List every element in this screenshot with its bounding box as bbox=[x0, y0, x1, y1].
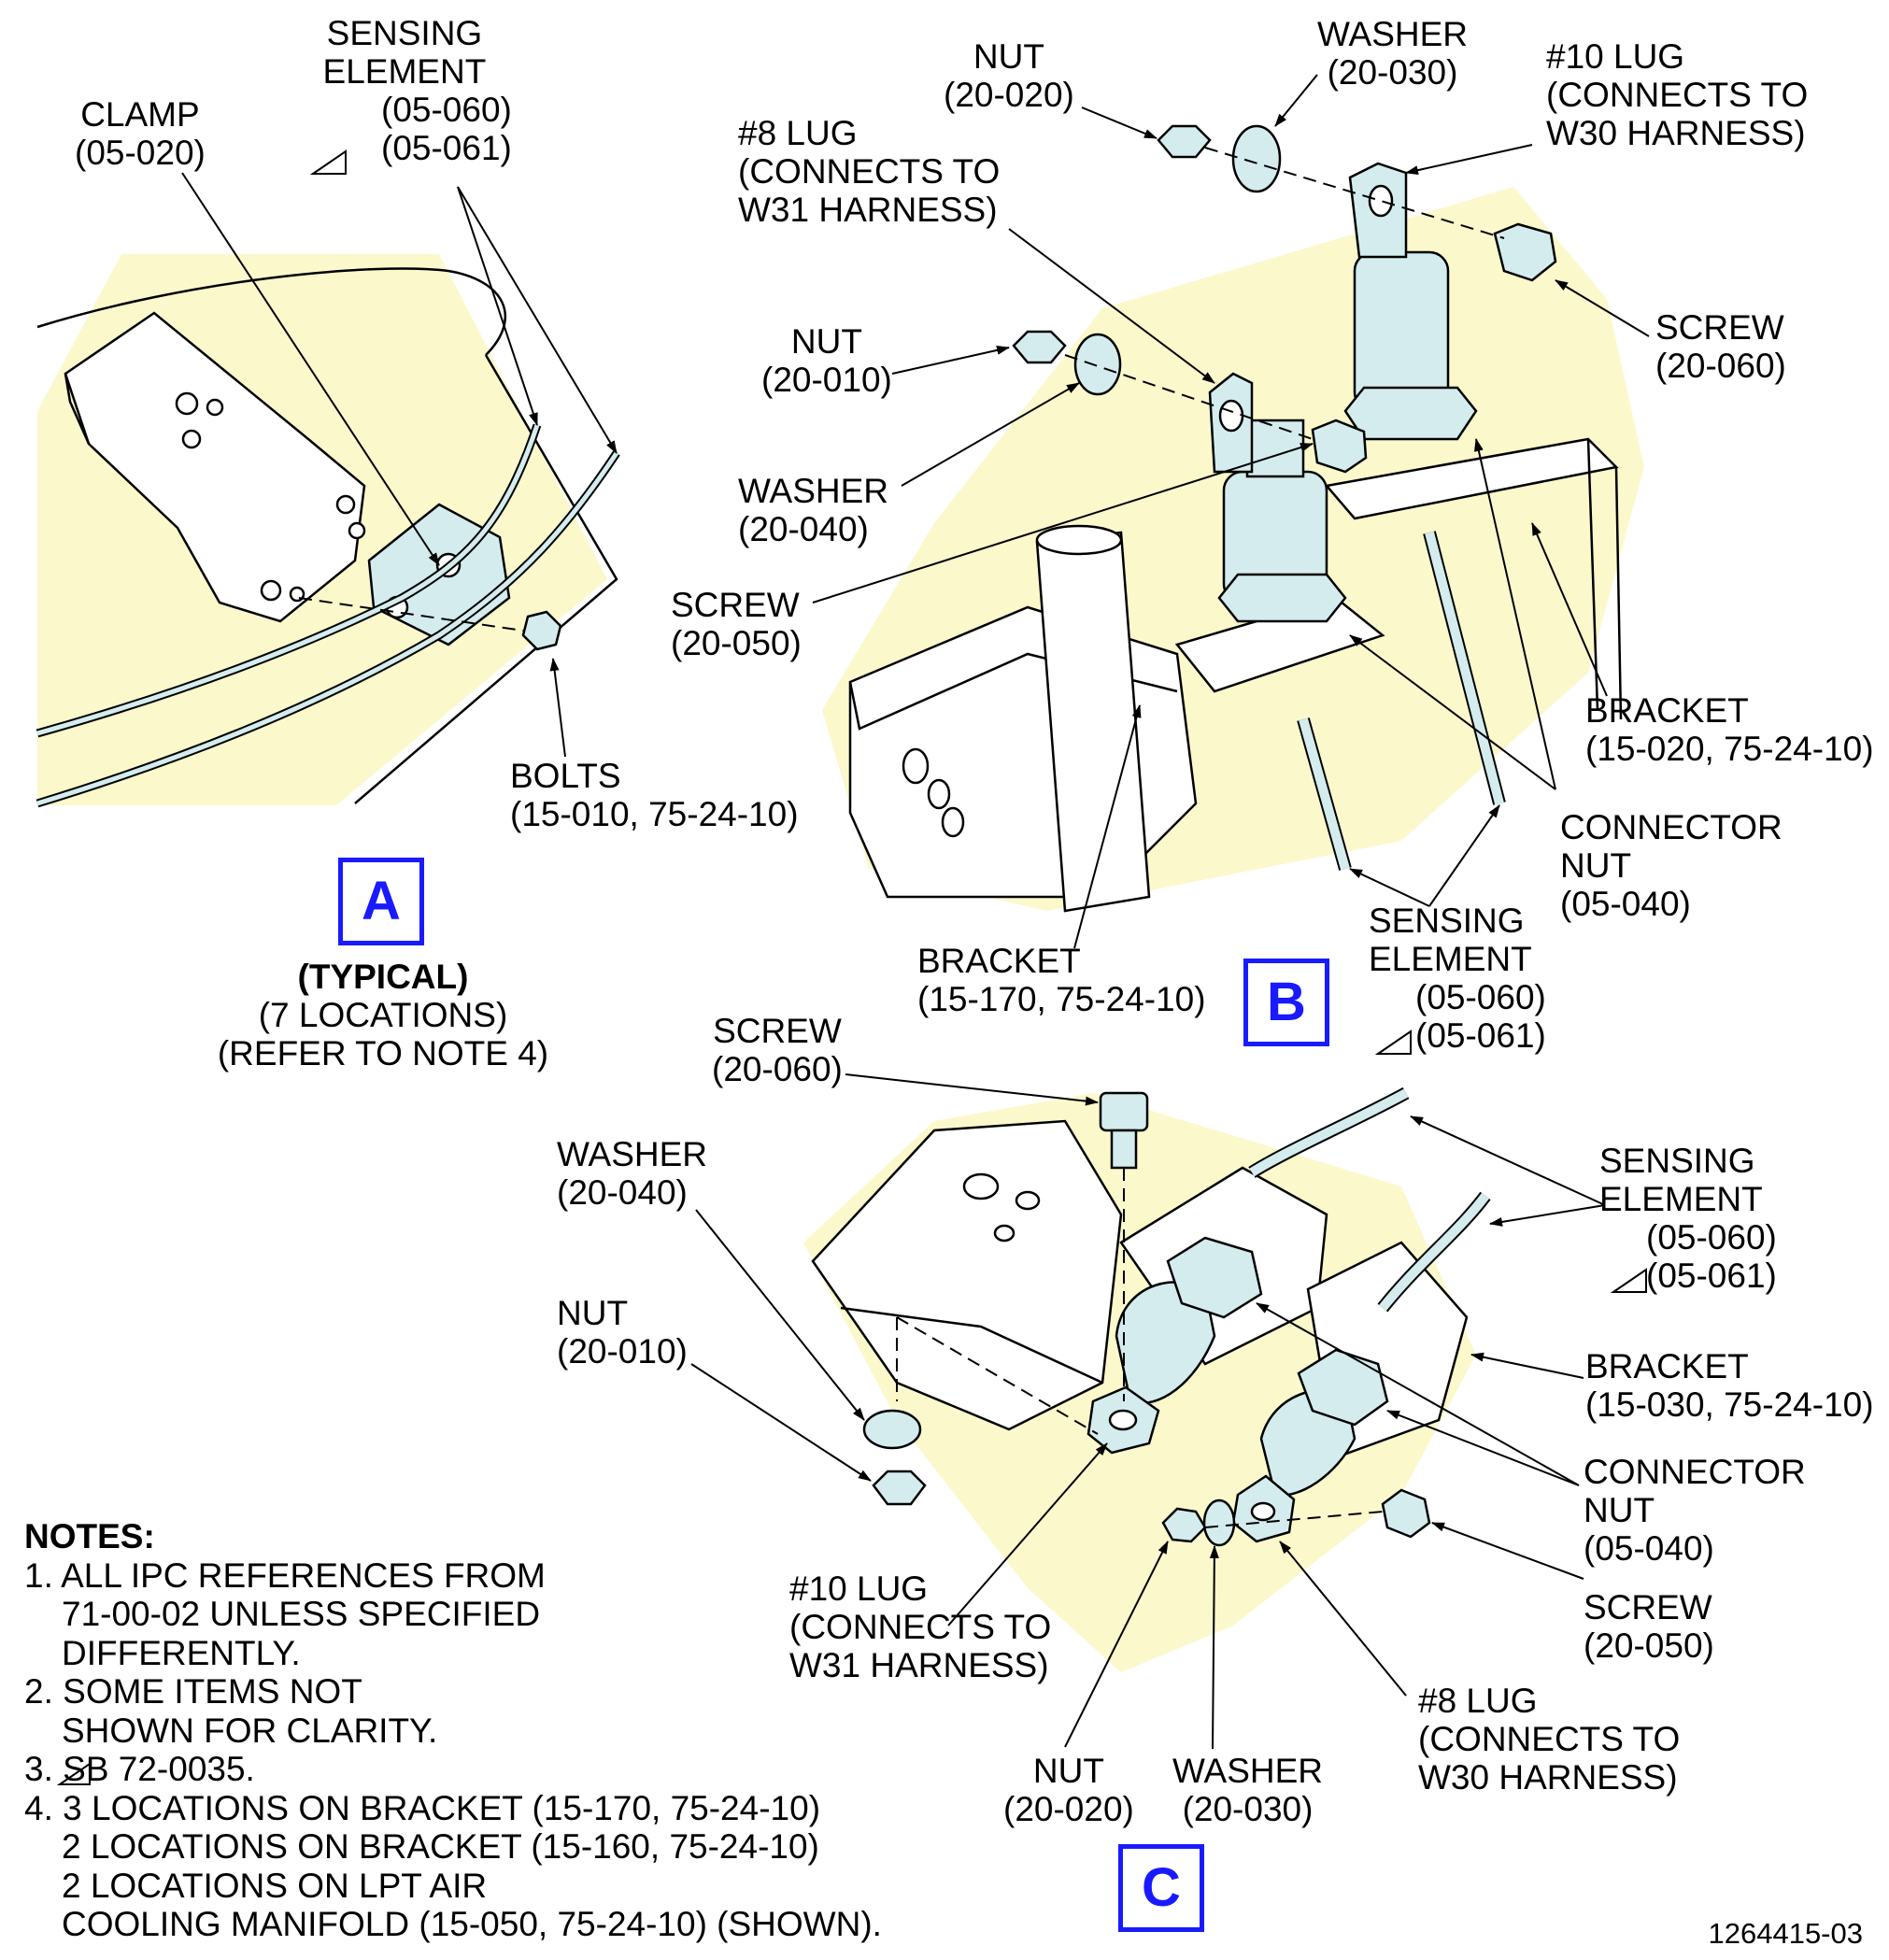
note-3: 3. SB 72-0035. bbox=[24, 1750, 255, 1788]
view-c-bracket-left bbox=[811, 1119, 1123, 1431]
view-b-nut-left-label: NUT (20-010) bbox=[761, 322, 892, 399]
view-b-connector-nut-label: CONNECTOR NUT (05-040) bbox=[1560, 808, 1782, 923]
view-c-washer-bottom bbox=[1202, 1498, 1236, 1547]
view-a-bolt bbox=[521, 610, 562, 651]
view-c-nut-left bbox=[872, 1470, 927, 1506]
view-a-sensing-element-label: SENSING ELEMENT (05-060) (05-061) bbox=[322, 14, 512, 167]
view-c-connector-nut-label: CONNECTOR NUT (05-040) bbox=[1584, 1453, 1806, 1568]
notes-title: NOTES: bbox=[24, 1517, 155, 1555]
view-b-washer-left bbox=[1073, 333, 1122, 396]
view-c-marker: C bbox=[1118, 1844, 1204, 1932]
view-b-washer-left-label: WASHER (20-040) bbox=[738, 472, 889, 548]
view-b-nut-left bbox=[1012, 330, 1067, 364]
view-c-screw-top-label: SCREW (20-060) bbox=[712, 1012, 843, 1088]
view-b-screw-right-label: SCREW (20-060) bbox=[1655, 308, 1786, 385]
note-4: 4. 3 LOCATIONS ON BRACKET (15-170, 75-24… bbox=[24, 1788, 821, 1827]
view-b-washer-top bbox=[1231, 124, 1282, 193]
view-b-screw-left bbox=[1311, 419, 1368, 474]
view-a-drawing bbox=[36, 149, 620, 808]
view-b-connector-nut-left bbox=[1217, 573, 1347, 623]
document-number: 1264415-03 bbox=[1708, 1917, 1864, 1950]
view-b-screw-left-label: SCREW (20-050) bbox=[671, 586, 802, 662]
view-b-bracket-bottom-label: BRACKET (15-170, 75-24-10) bbox=[917, 942, 1206, 1018]
view-c-screw-top bbox=[1099, 1091, 1149, 1132]
view-c-sensing-element-label: SENSING ELEMENT (05-060) (05-061) bbox=[1599, 1142, 1777, 1295]
view-c-screw-right bbox=[1381, 1488, 1431, 1539]
view-c-washer-left bbox=[862, 1409, 922, 1450]
view-c-washer-left-label: WASHER (20-040) bbox=[557, 1135, 708, 1212]
view-b-lug10-label: #10 LUG (CONNECTS TO W30 HARNESS) bbox=[1546, 37, 1809, 152]
view-a-marker: A bbox=[338, 858, 424, 945]
note-2: 2. SOME ITEMS NOT bbox=[24, 1672, 362, 1711]
view-b-drawing bbox=[812, 74, 1650, 1055]
view-c-drawing bbox=[690, 1073, 1647, 1750]
view-a-clamp-label: CLAMP (05-020) bbox=[75, 95, 206, 172]
view-b-sensing-element-label: SENSING ELEMENT (05-060) (05-061) bbox=[1369, 902, 1546, 1055]
view-a-bracket bbox=[64, 311, 366, 623]
view-c-connector-nut-1 bbox=[1166, 1236, 1263, 1319]
view-c-screw-right-label: SCREW (20-050) bbox=[1584, 1588, 1714, 1665]
note-1: 1. ALL IPC REFERENCES FROM bbox=[24, 1555, 546, 1595]
view-c-nut-left-label: NUT (20-010) bbox=[557, 1294, 688, 1371]
view-c-bracket-label: BRACKET (15-030, 75-24-10) bbox=[1585, 1347, 1874, 1424]
view-c-washer-bottom-label: WASHER (20-030) bbox=[1172, 1752, 1324, 1828]
view-a-bolts-label: BOLTS (15-010, 75-24-10) bbox=[510, 757, 799, 833]
view-c-lug10-label: #10 LUG (CONNECTS TO W31 HARNESS) bbox=[789, 1569, 1052, 1684]
view-b-washer-top-label: WASHER (20-030) bbox=[1317, 15, 1469, 92]
view-b-lug8-label: #8 LUG (CONNECTS TO W31 HARNESS) bbox=[738, 114, 1001, 229]
view-b-screw-right bbox=[1493, 222, 1557, 282]
view-b-marker: B bbox=[1243, 959, 1329, 1046]
view-a-caption: (TYPICAL) (7 LOCATIONS) (REFER TO NOTE 4… bbox=[217, 958, 549, 1072]
notes-block: NOTES: 1. ALL IPC REFERENCES FROM 71-00-… bbox=[24, 1517, 882, 1943]
view-b-bracket-right-label: BRACKET (15-020, 75-24-10) bbox=[1585, 691, 1874, 768]
view-b-nut-top-label: NUT (20-020) bbox=[944, 37, 1074, 114]
view-b-nut-top bbox=[1157, 124, 1212, 159]
view-c-nut-bottom-label: NUT (20-020) bbox=[1003, 1752, 1134, 1828]
note-sb-symbol bbox=[56, 1762, 91, 1785]
view-c-connector-nut-2 bbox=[1297, 1348, 1389, 1427]
view-c-lug8-label: #8 LUG (CONNECTS TO W30 HARNESS) bbox=[1418, 1682, 1681, 1797]
